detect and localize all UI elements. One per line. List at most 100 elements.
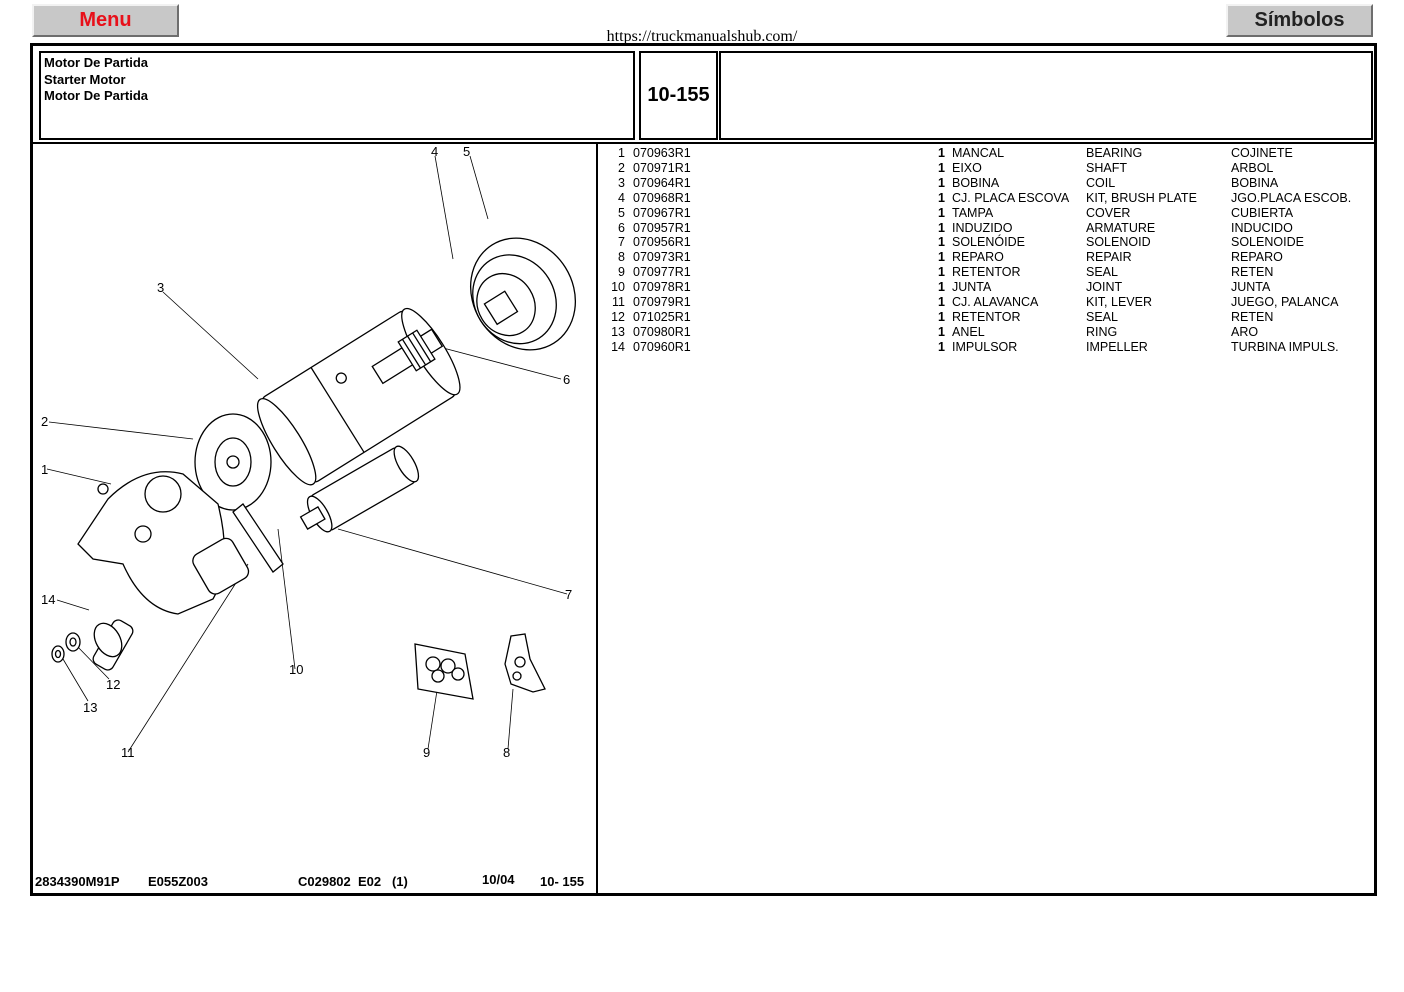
description-en: SOLENOID [1086,235,1151,250]
description-pt: BOBINA [952,175,1000,190]
quantity: 1 [938,324,945,339]
quantity: 1 [938,160,945,175]
item-number: 1 [618,146,625,160]
menu-button[interactable]: Menu [32,4,179,37]
description-pt: INDUZIDO [952,220,1013,235]
description-en: JOINT [1086,280,1123,295]
leader-lines [46,155,568,753]
quantity: 1 [938,250,945,265]
description-es: JUEGO, PALANCA [1231,295,1339,309]
item-number: 6 [618,220,625,235]
part-number: 070968R1 [633,190,691,205]
description-es: ARO [1231,324,1259,339]
description-en: COVER [1086,205,1131,220]
item-number: 8 [618,250,625,265]
description-en: RING [1086,324,1118,339]
description-en: SEAL [1086,309,1118,324]
quantity: 1 [938,339,945,354]
description-es: SOLENOIDE [1231,235,1304,250]
quantity: 1 [938,265,945,280]
description-pt: CJ. ALAVANCA [952,295,1039,309]
item-number: 4 [618,190,625,205]
title-line-es: Motor De Partida [44,88,149,103]
page-code-box: 10-155 [639,51,718,140]
description-pt: RETENTOR [952,309,1021,324]
symbols-button[interactable]: Símbolos [1226,4,1373,37]
description-en: BEARING [1086,146,1143,160]
item-number: 7 [618,235,625,250]
item-number: 9 [618,265,625,280]
description-en: SHAFT [1086,160,1127,175]
footer-date: 10/04 [482,872,515,887]
callout-label: 8 [503,745,510,760]
description-es: TURBINA IMPULS. [1231,339,1339,354]
description-en: ARMATURE [1086,220,1156,235]
item-number: 3 [618,175,625,190]
description-es: JGO.PLACA ESCOB. [1231,190,1352,205]
callout-label: 10 [289,662,303,677]
part-number: 071025R1 [633,309,691,324]
part-number: 070977R1 [633,265,691,280]
description-pt: EIXO [952,160,982,175]
footer-page: 10- 155 [540,874,585,889]
description-pt: RETENTOR [952,265,1021,280]
starter-motor-drawing [51,237,577,700]
description-en: IMPELLER [1086,339,1148,354]
description-pt: JUNTA [952,280,992,295]
description-pt: SOLENÓIDE [952,235,1025,250]
part-number: 070956R1 [633,235,691,250]
part-number: 070963R1 [633,146,691,160]
quantity: 1 [938,190,945,205]
title-line-en: Starter Motor [44,71,126,87]
description-es: BOBINA [1231,175,1279,190]
column-divider [596,142,598,896]
quantity: 1 [938,235,945,250]
description-es: RETEN [1231,265,1274,280]
callout-label: 5 [463,144,470,159]
callout-label: 9 [423,745,430,760]
parts-row: 6 070957R1 1 INDUZIDO ARMATURE INDUCIDO [599,221,1374,236]
callout-label: 13 [83,700,97,715]
callout-label: 2 [41,414,48,429]
item-number: 10 [611,280,625,295]
diagram-footer: 2834390M91P E055Z003 C029802 E02 (1) 10/… [33,872,596,894]
parts-page-frame: Motor De Partida Starter Motor Motor De … [30,43,1377,896]
title-box: Motor De Partida Starter Motor Motor De … [39,51,635,140]
notes-box [719,51,1373,140]
part-number: 070960R1 [633,339,691,354]
quantity: 1 [938,220,945,235]
title-line-pt: Motor De Partida [44,55,149,70]
quantity: 1 [938,146,945,160]
source-url[interactable]: https://truckmanualshub.com/ [606,28,798,45]
part-number: 070957R1 [633,220,691,235]
description-es: RETEN [1231,309,1274,324]
footer-ref: E055Z003 [148,874,208,889]
description-pt: ANEL [952,324,985,339]
item-number: 11 [612,295,625,309]
item-number: 5 [618,205,625,220]
callout-label: 4 [431,144,438,159]
callout-label: 7 [565,587,572,602]
quantity: 1 [938,205,945,220]
item-number: 13 [611,324,625,339]
description-pt: REPARO [952,250,1004,265]
description-pt: IMPULSOR [952,339,1018,354]
callout-label: 3 [157,280,164,295]
header-divider [33,142,1374,144]
item-number: 2 [618,160,625,175]
description-es: INDUCIDO [1231,220,1293,235]
footer-code: C029802 E02 (1) [298,874,408,889]
part-number: 070979R1 [633,295,691,309]
callout-label: 14 [41,592,55,607]
page-code: 10-155 [647,84,710,106]
quantity: 1 [938,309,945,324]
item-number: 12 [611,309,625,324]
